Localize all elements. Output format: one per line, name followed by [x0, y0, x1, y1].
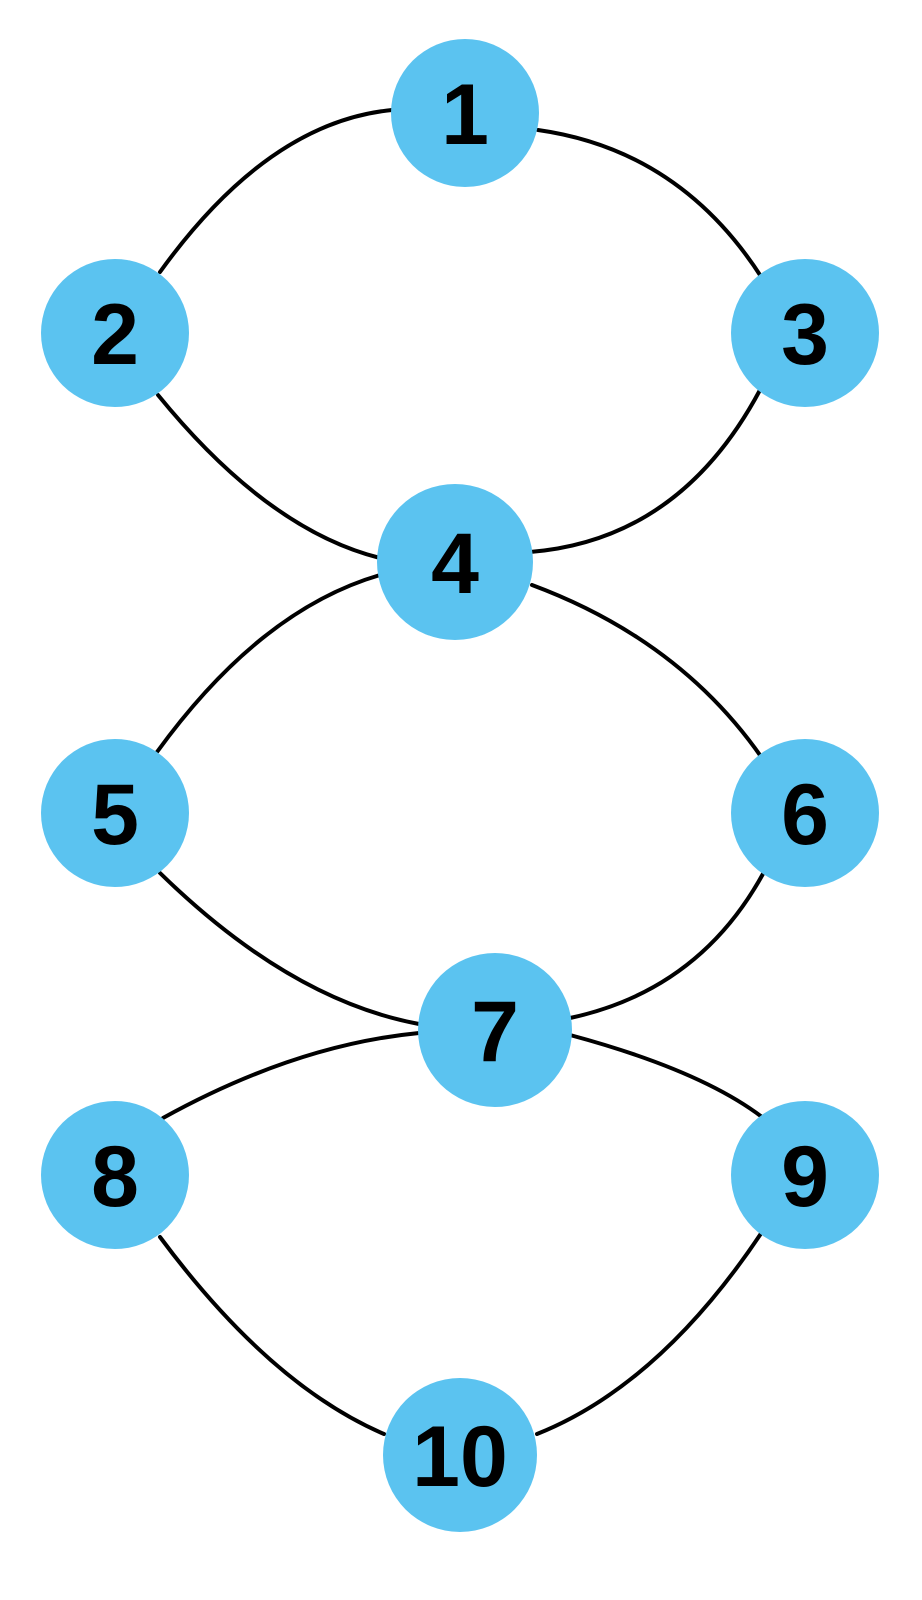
node-label-9: 9: [781, 1129, 829, 1225]
graph-edge-8-10: [158, 1235, 386, 1436]
node-circle-8[interactable]: [41, 1101, 189, 1249]
graph-edge-2-1: [158, 108, 394, 274]
node-label-3: 3: [781, 287, 829, 383]
node-circle-9[interactable]: [731, 1101, 879, 1249]
nodes-layer: 1 2 3 4 5 6 7 8 9 10: [41, 39, 879, 1532]
node-circle-7[interactable]: [418, 953, 572, 1107]
graph-edge-7-9: [568, 1033, 764, 1119]
graph-node-9[interactable]: 9: [731, 1101, 879, 1249]
node-label-1: 1: [441, 67, 489, 163]
node-circle-3[interactable]: [731, 259, 879, 407]
node-circle-4[interactable]: [377, 484, 533, 640]
graph-node-3[interactable]: 3: [731, 259, 879, 407]
graph-edge-1-3: [536, 128, 764, 280]
node-circle-1[interactable]: [391, 39, 539, 187]
graph-node-7[interactable]: 7: [418, 953, 572, 1107]
edges-layer: [155, 108, 766, 1436]
node-label-8: 8: [91, 1129, 139, 1225]
graph-edge-4-5: [155, 573, 382, 754]
node-circle-5[interactable]: [41, 739, 189, 887]
graph-edge-5-7: [158, 871, 421, 1026]
graph-node-10[interactable]: 10: [383, 1378, 537, 1532]
node-label-7: 7: [471, 984, 519, 1080]
node-circle-6[interactable]: [731, 739, 879, 887]
node-label-6: 6: [781, 767, 829, 863]
graph-edge-4-6: [530, 583, 764, 760]
node-label-10: 10: [412, 1409, 508, 1505]
node-label-2: 2: [91, 287, 139, 383]
node-circle-10[interactable]: [383, 1378, 537, 1532]
graph-edge-7-6: [568, 870, 766, 1020]
graph-edge-4-3: [528, 388, 762, 554]
graph-node-8[interactable]: 8: [41, 1101, 189, 1249]
node-label-4: 4: [431, 516, 479, 612]
graph-node-1[interactable]: 1: [391, 39, 539, 187]
graph-node-5[interactable]: 5: [41, 739, 189, 887]
node-label-5: 5: [91, 767, 139, 863]
graph-node-2[interactable]: 2: [41, 259, 189, 407]
graph-edge-2-4: [156, 393, 382, 560]
graph-node-4[interactable]: 4: [377, 484, 533, 640]
graph-edge-9-10: [535, 1230, 764, 1436]
node-circle-2[interactable]: [41, 259, 189, 407]
graph-edge-8-7: [161, 1031, 421, 1120]
graph-node-6[interactable]: 6: [731, 739, 879, 887]
